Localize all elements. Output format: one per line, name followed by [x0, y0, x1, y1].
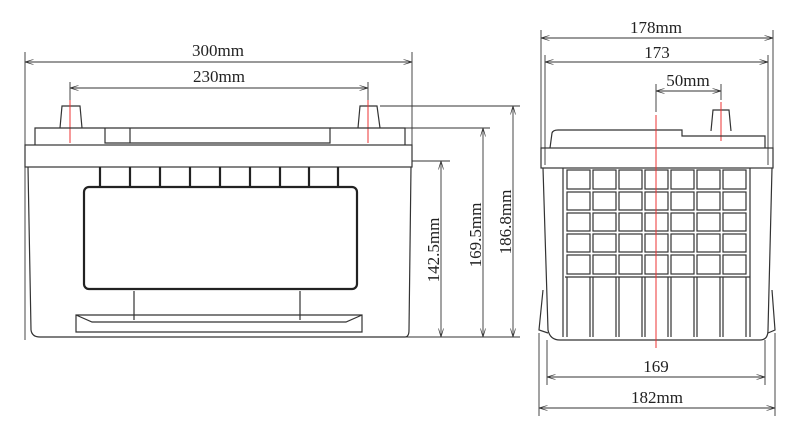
top-width-label: 178mm: [630, 18, 682, 37]
width-label: 300mm: [192, 41, 244, 60]
lid-width-label: 173: [644, 43, 670, 62]
front-view: 300mm 230mm: [24, 41, 520, 340]
bottom-width-label: 169: [643, 357, 669, 376]
terminal-spacing-label: 230mm: [193, 67, 245, 86]
height-lid-label: 169.5mm: [466, 203, 485, 268]
height-body-label: 142.5mm: [424, 218, 443, 283]
terminal-offset-label: 50mm: [666, 71, 709, 90]
base-width-label: 182mm: [631, 388, 683, 407]
height-total-label: 186.8mm: [496, 190, 515, 255]
cooling-fins: [98, 167, 340, 187]
side-view: 178mm 173 50mm 169: [538, 18, 776, 416]
label-window: [82, 185, 359, 291]
